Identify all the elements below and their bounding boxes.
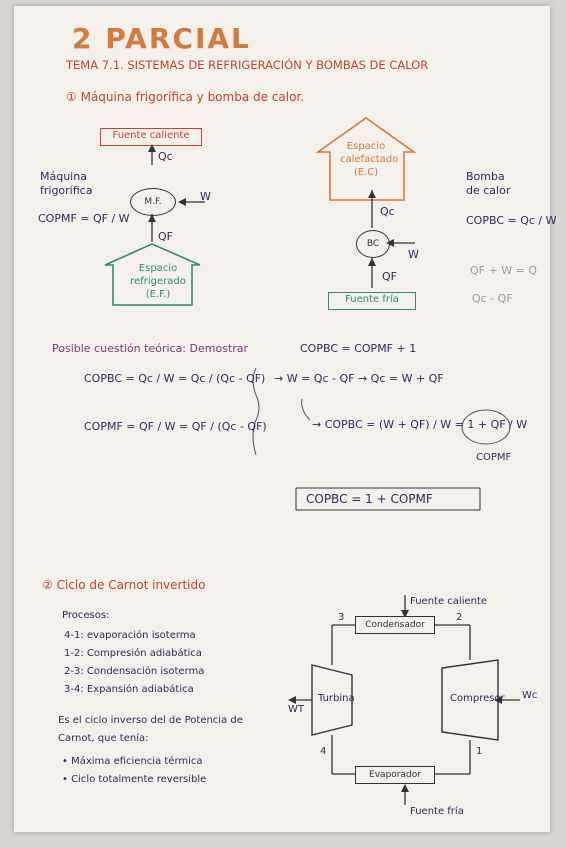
qf-label-left: QF xyxy=(158,230,173,243)
proof-cop-bc: COPBC = Qc / W = Qc / (Qc - QF) xyxy=(84,372,266,385)
state-4-label: 4 xyxy=(320,746,327,757)
hf-node: M.F. xyxy=(130,188,176,216)
processes-heading: Procesos: xyxy=(62,610,110,621)
process-4: 3-4: Expansión adiabática xyxy=(64,684,194,695)
condenser-box: Condensador xyxy=(355,616,435,634)
topic-heading: TEMA 7.1. SISTEMAS DE REFRIGERACIÓN Y BO… xyxy=(66,58,429,72)
compressor-label: Compresor xyxy=(450,693,505,704)
wc-label: Wc xyxy=(522,690,538,701)
state-3-label: 3 xyxy=(338,612,345,623)
cop-bc-formula: COPBC = Qc / W xyxy=(466,214,557,227)
w-label-left: W xyxy=(200,190,211,203)
process-3: 2-3: Condensación isoterma xyxy=(64,666,205,677)
qf-label-right: QF xyxy=(382,270,397,283)
heated-space-label: Espacio calefactado (E.C) xyxy=(340,141,399,178)
heat-pump-title: Bomba de calor xyxy=(466,170,511,197)
wt-label: WT xyxy=(288,704,304,715)
process-1: 4-1: evaporación isoterma xyxy=(64,630,196,641)
energy-balance-1: QF + W = Q xyxy=(470,264,537,277)
proof-goal: COPBC = COPMF + 1 xyxy=(300,342,417,355)
cold-source-label: Fuente fría xyxy=(410,806,464,817)
qc-label-left: Qc xyxy=(158,150,173,163)
proof-cop-hf: COPMF = QF / W = QF / (Qc - QF) xyxy=(84,420,267,433)
section-1-heading: ① Máquina frigorífica y bomba de calor. xyxy=(66,90,305,104)
proof-question: Posible cuestión teórica: Demostrar xyxy=(52,342,249,355)
cold-source-box: Fuente fría xyxy=(328,292,416,310)
w-label-right: W xyxy=(408,248,419,261)
evaporator-box: Evaporador xyxy=(355,766,435,784)
page-title: 2 PARCIAL xyxy=(72,22,251,55)
proof-step-2: → COPBC = (W + QF) / W = 1 + QF / W xyxy=(312,418,528,431)
bc-node: BC xyxy=(356,230,390,258)
energy-balance-2: Qc - QF xyxy=(472,292,513,305)
section-2-heading: ② Ciclo de Carnot invertido xyxy=(42,578,206,592)
hot-source-label: Fuente caliente xyxy=(410,596,488,607)
turbine-label: Turbina xyxy=(318,693,355,704)
refrigerated-space-label: Espacio refrigerado (E.F.) xyxy=(130,263,186,300)
proof-cop-hf-note: COPMF xyxy=(476,452,512,463)
process-2: 1-2: Compresión adiabática xyxy=(64,648,202,659)
carnot-description: Es el ciclo inverso del de Potencia de C… xyxy=(58,715,243,744)
hot-source-box: Fuente caliente xyxy=(100,128,202,146)
proof-step-1: → W = Qc - QF → Qc = W + QF xyxy=(274,372,444,385)
proof-result: COPBC = 1 + COPMF xyxy=(306,492,433,506)
state-2-label: 2 xyxy=(456,612,463,623)
refrigerator-title: Máquina frigorífica xyxy=(40,170,93,197)
bullet-2: • Ciclo totalmente reversible xyxy=(62,774,207,785)
state-1-label: 1 xyxy=(476,746,483,757)
cop-hf-formula: COPMF = QF / W xyxy=(38,212,130,225)
qc-label-right: Qc xyxy=(380,205,395,218)
bullet-1: • Máxima eficiencia térmica xyxy=(62,756,203,767)
